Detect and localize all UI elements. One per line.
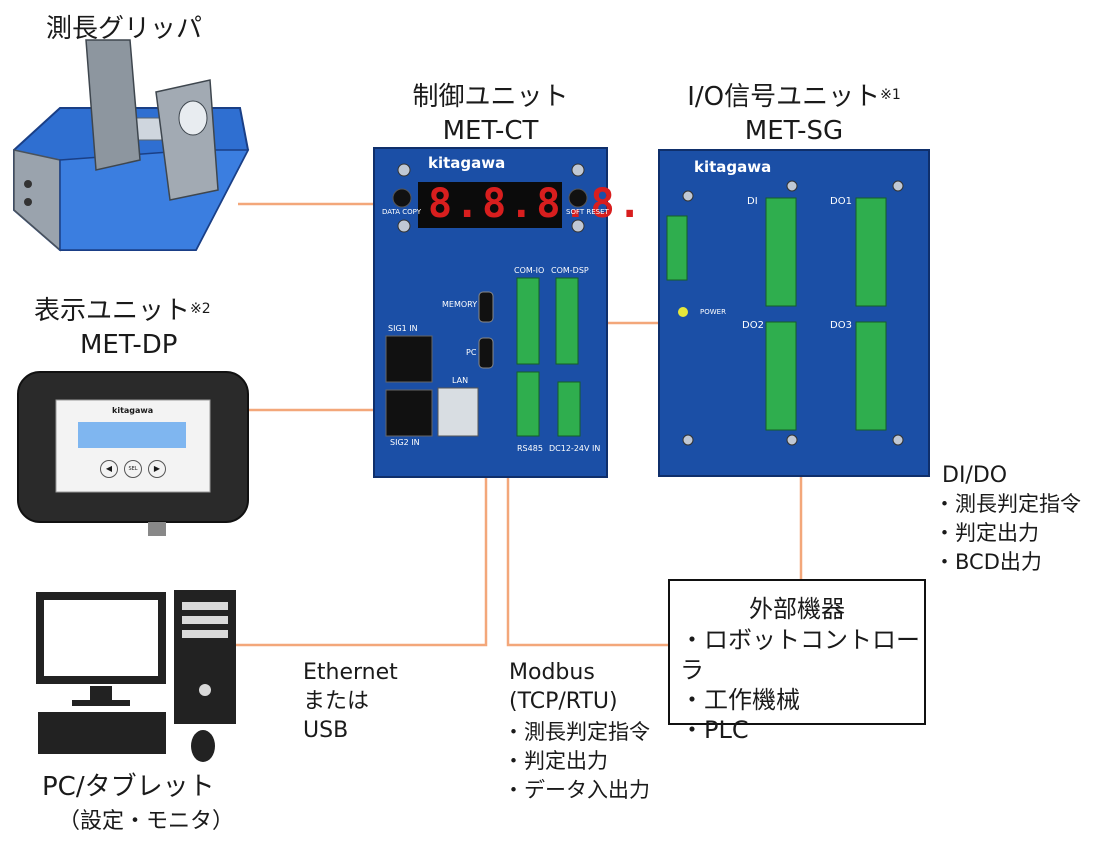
port-lan: LAN [452,376,469,385]
pc-title: PC/タブレット [42,772,215,802]
io-unit-model: MET-SG [744,116,844,146]
line-control-external [506,477,668,647]
io-unit-title: I/O信号ユニット※1 [687,82,901,112]
external-item: 工作機械 [680,685,924,715]
port-com-io: COM-IO [514,266,545,275]
display-unit-title: 表示ユニット※2 [34,296,211,326]
display-buttons: ◀ SEL ▶ [100,460,166,478]
line-control-pc [236,477,488,647]
display-right-button[interactable]: ▶ [148,460,166,478]
ethernet-label-2: または [303,689,370,714]
ethernet-label-3: USB [303,718,349,743]
port-dc12-24v-in: DC12-24V IN [549,444,601,453]
group-do3: DO3 [830,320,852,331]
dido-title: DI/DO [942,463,1008,488]
control-unit-title: 制御ユニット [412,82,569,112]
port-data-copy: DATA COPY [382,208,421,216]
dido-list: 測長判定指令 判定出力 BCD出力 [934,490,1081,577]
dido-item: 判定出力 [934,519,1081,548]
external-list: ロボットコントローラ 工作機械 PLC [680,625,924,745]
port-sig2-in: SIG2 IN [390,438,420,447]
modbus-item: 判定出力 [503,747,650,776]
port-soft-reset: SOFT RESET [566,208,609,216]
modbus-item: データ入出力 [503,776,650,805]
display-sel-button[interactable]: SEL [124,460,142,478]
port-memory: MEMORY [442,300,478,309]
dido-item: BCD出力 [934,548,1081,577]
io-unit-note: ※1 [880,87,901,103]
group-di: DI [747,196,758,207]
port-pc: PC [466,348,477,357]
io-brand-logo: kitagawa [694,158,772,176]
group-do1: DO1 [830,196,852,207]
external-item: ロボットコントローラ [680,625,924,685]
modbus-subtitle: (TCP/RTU) [509,689,618,714]
power-label: POWER [700,308,726,316]
external-title: 外部機器 [749,595,845,623]
external-item: PLC [680,715,924,745]
display-brand-logo: kitagawa [112,406,154,415]
control-brand-logo: kitagawa [428,154,506,172]
pc-subtitle: （設定・モニタ） [58,809,235,834]
modbus-title: Modbus [509,660,595,685]
modbus-list: 測長判定指令 判定出力 データ入出力 [503,718,650,805]
port-sig1-in: SIG1 IN [388,324,418,333]
external-equipment-box: 外部機器 ロボットコントローラ 工作機械 PLC [668,579,926,744]
display-left-button[interactable]: ◀ [100,460,118,478]
port-com-dsp: COM-DSP [551,266,589,275]
modbus-item: 測長判定指令 [503,718,650,747]
display-unit-model: MET-DP [80,330,178,360]
gripper-title: 測長グリッパ [46,14,203,44]
dido-item: 測長判定指令 [934,490,1081,519]
group-do2: DO2 [742,320,764,331]
display-unit-note: ※2 [190,301,211,317]
ethernet-label-1: Ethernet [303,660,398,685]
port-rs485: RS485 [517,444,543,453]
control-unit-model: MET-CT [442,116,539,146]
